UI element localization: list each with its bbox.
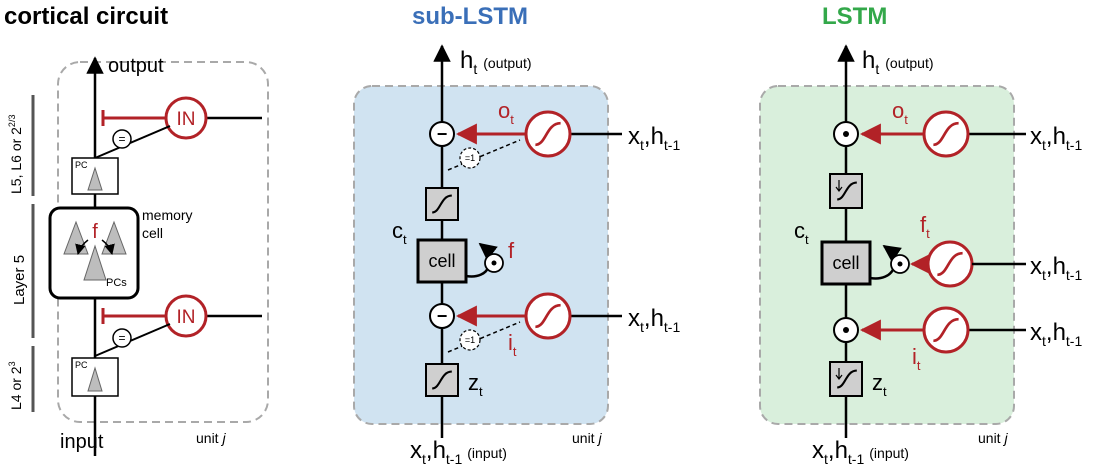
memory-pc-bottom-icon [83,244,107,281]
lstm-unit-label: unit j [978,430,1008,446]
sublstm-o-dashed [447,139,521,171]
lstm-f-xh: xt,ht-1 [1030,253,1082,283]
sublstm-z-label: zt [468,370,483,399]
lstm-i-label: it [912,344,921,373]
cortical-input-label: input [60,431,104,453]
lstm-z-down-arrow-icon [835,368,843,380]
in-bottom-circle [164,294,208,338]
in-top-circle [164,96,208,140]
memory-label-2: cell [142,225,163,241]
sublstm-o-minus: − [437,124,448,144]
lstm-i-mult-dot [843,327,849,333]
lstm-f-label: ft [920,212,930,241]
sublstm-title: sub-LSTM [412,3,528,30]
sublstm-f-mult-dot [491,260,497,266]
lstm-panel: LSTM ht(output) ot xt,ht-1 ct cell ft xt… [759,3,1082,467]
cortical-panel: cortical circuit L5, L6 or 22/3 Layer 5 … [4,3,269,456]
in-top-label: IN [177,109,196,130]
cortical-title: cortical circuit [4,3,168,30]
lstm-o-mult-dot [843,131,849,137]
memory-label-1: memory [142,207,193,223]
sublstm-o-eq1-node [459,147,481,169]
in-bottom-eq-label: = [118,331,125,345]
in-top-eq-label: = [118,132,125,146]
lstm-title: LSTM [822,3,887,30]
lstm-h-output: ht(output) [862,47,934,77]
sublstm-o-xh: xt,ht-1 [628,123,680,153]
sublstm-o-eq1-label: =1 [465,153,475,163]
lstm-o-label: ot [892,98,908,127]
sublstm-cell-label: cell [428,251,455,271]
sublstm-i-label: it [508,330,517,359]
sublstm-i-eq1-label: =1 [465,335,475,345]
lstm-unit-box [759,85,1015,425]
cortical-unit-box [57,61,269,423]
in-bottom-label: IN [177,307,196,328]
memory-arrow-left [75,239,89,256]
in-top-diag [94,125,171,159]
sublstm-i-dashed [447,321,521,353]
sublstm-c-label: ct [392,218,407,247]
pc-top-label: PC [75,160,88,170]
lstm-o-xh: xt,ht-1 [1030,123,1082,153]
layer-label-middle: Layer 5 [11,255,28,305]
pc-bottom-label: PC [75,360,88,370]
sublstm-o-subtract-node [429,121,455,147]
memory-f-label: f [92,221,98,243]
lstm-input-label: xt,ht-1(input) [812,437,909,467]
cortical-output-label: output [108,55,164,77]
lstm-z-label: zt [872,370,887,399]
cortical-unit-label: unit j [196,430,226,446]
lstm-c-label: ct [794,218,809,247]
lstm-upper-down-arrow-icon [835,180,843,192]
sublstm-unit-label: unit j [572,430,602,446]
sublstm-panel: sub-LSTM ht(output) ot − =1 xt,ht-1 ct c… [353,3,680,467]
sublstm-i-minus: − [437,306,448,326]
sublstm-h-output: ht(output) [460,47,532,77]
sublstm-f-label: f [508,238,515,263]
layer-label-top: L5, L6 or 22/3 [7,115,24,194]
memory-arrow-right [101,239,115,256]
lstm-i-xh: xt,ht-1 [1030,319,1082,349]
lstm-f-mult-dot [897,261,903,267]
in-bottom-diag [94,323,171,357]
sublstm-cell-box [416,238,468,284]
sublstm-i-xh: xt,ht-1 [628,305,680,335]
sublstm-input-label: xt,ht-1(input) [410,437,507,467]
in-bottom-eq-node [112,328,132,348]
sublstm-i-subtract-node [429,303,455,329]
layer-label-bottom: L4 or 23 [7,361,24,410]
pc-bottom-neuron-icon [87,366,103,392]
lstm-cell-label: cell [832,253,859,273]
pc-top-neuron-icon [87,166,103,191]
in-top-eq-node [112,129,132,149]
sublstm-i-eq1-node [459,329,481,351]
lstm-cell-box [820,240,872,286]
memory-pcs-label: PCs [106,277,127,289]
sublstm-o-label: ot [498,98,514,127]
